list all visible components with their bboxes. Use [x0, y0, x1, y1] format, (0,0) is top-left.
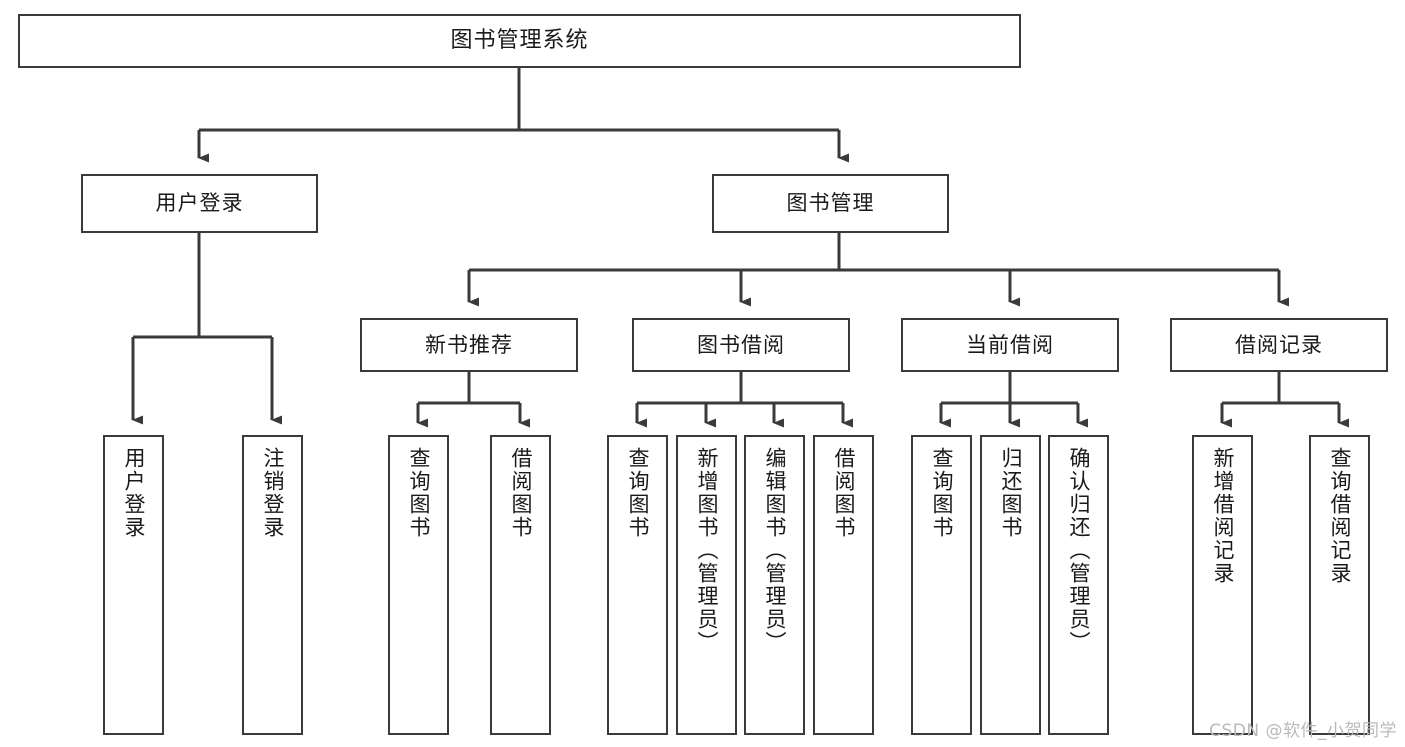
- node-borrow-record[interactable]: 借阅记录: [1170, 318, 1388, 372]
- node-leaf-query-record[interactable]: 查询借阅记录: [1309, 435, 1370, 735]
- node-current-borrow-label: 当前借阅: [966, 332, 1054, 357]
- node-leaf-add-book-label: 新增图书（管理员）: [695, 447, 719, 654]
- node-leaf-edit-book-label: 编辑图书（管理员）: [763, 447, 787, 654]
- node-leaf-query-book-3[interactable]: 查询图书: [911, 435, 972, 735]
- node-user-login-label: 用户登录: [155, 191, 244, 216]
- node-new-book-rec-label: 新书推荐: [425, 332, 513, 357]
- watermark-text: CSDN @软件_小贺同学: [1209, 721, 1397, 741]
- node-book-manage-label: 图书管理: [786, 191, 875, 216]
- node-book-borrow[interactable]: 图书借阅: [632, 318, 850, 372]
- node-leaf-logout[interactable]: 注销登录: [242, 435, 303, 735]
- node-leaf-borrow-book-1-label: 借阅图书: [509, 447, 533, 539]
- node-leaf-logout-label: 注销登录: [261, 447, 285, 539]
- node-leaf-query-book-2[interactable]: 查询图书: [607, 435, 668, 735]
- node-leaf-return-book-label: 归还图书: [999, 447, 1023, 539]
- node-leaf-return-book[interactable]: 归还图书: [980, 435, 1041, 735]
- node-leaf-query-record-label: 查询借阅记录: [1328, 447, 1352, 585]
- node-leaf-query-book-1[interactable]: 查询图书: [388, 435, 449, 735]
- node-leaf-borrow-book-2-label: 借阅图书: [832, 447, 856, 539]
- node-book-borrow-label: 图书借阅: [697, 332, 785, 357]
- node-borrow-record-label: 借阅记录: [1235, 332, 1323, 357]
- node-leaf-edit-book[interactable]: 编辑图书（管理员）: [744, 435, 805, 735]
- node-leaf-user-login[interactable]: 用户登录: [103, 435, 164, 735]
- node-user-login[interactable]: 用户登录: [81, 174, 318, 233]
- node-book-manage[interactable]: 图书管理: [712, 174, 949, 233]
- node-leaf-user-login-label: 用户登录: [122, 447, 146, 539]
- node-leaf-query-book-2-label: 查询图书: [626, 447, 650, 539]
- node-leaf-confirm-return-label: 确认归还（管理员）: [1067, 447, 1091, 654]
- node-leaf-add-record[interactable]: 新增借阅记录: [1192, 435, 1253, 735]
- node-root[interactable]: 图书管理系统: [18, 14, 1021, 68]
- node-leaf-query-book-1-label: 查询图书: [407, 447, 431, 539]
- node-new-book-rec[interactable]: 新书推荐: [360, 318, 578, 372]
- node-leaf-borrow-book-1[interactable]: 借阅图书: [490, 435, 551, 735]
- node-leaf-borrow-book-2[interactable]: 借阅图书: [813, 435, 874, 735]
- node-leaf-add-record-label: 新增借阅记录: [1211, 447, 1235, 585]
- node-root-label: 图书管理系统: [450, 28, 589, 54]
- node-current-borrow[interactable]: 当前借阅: [901, 318, 1119, 372]
- node-leaf-confirm-return[interactable]: 确认归还（管理员）: [1048, 435, 1109, 735]
- node-leaf-add-book[interactable]: 新增图书（管理员）: [676, 435, 737, 735]
- node-leaf-query-book-3-label: 查询图书: [930, 447, 954, 539]
